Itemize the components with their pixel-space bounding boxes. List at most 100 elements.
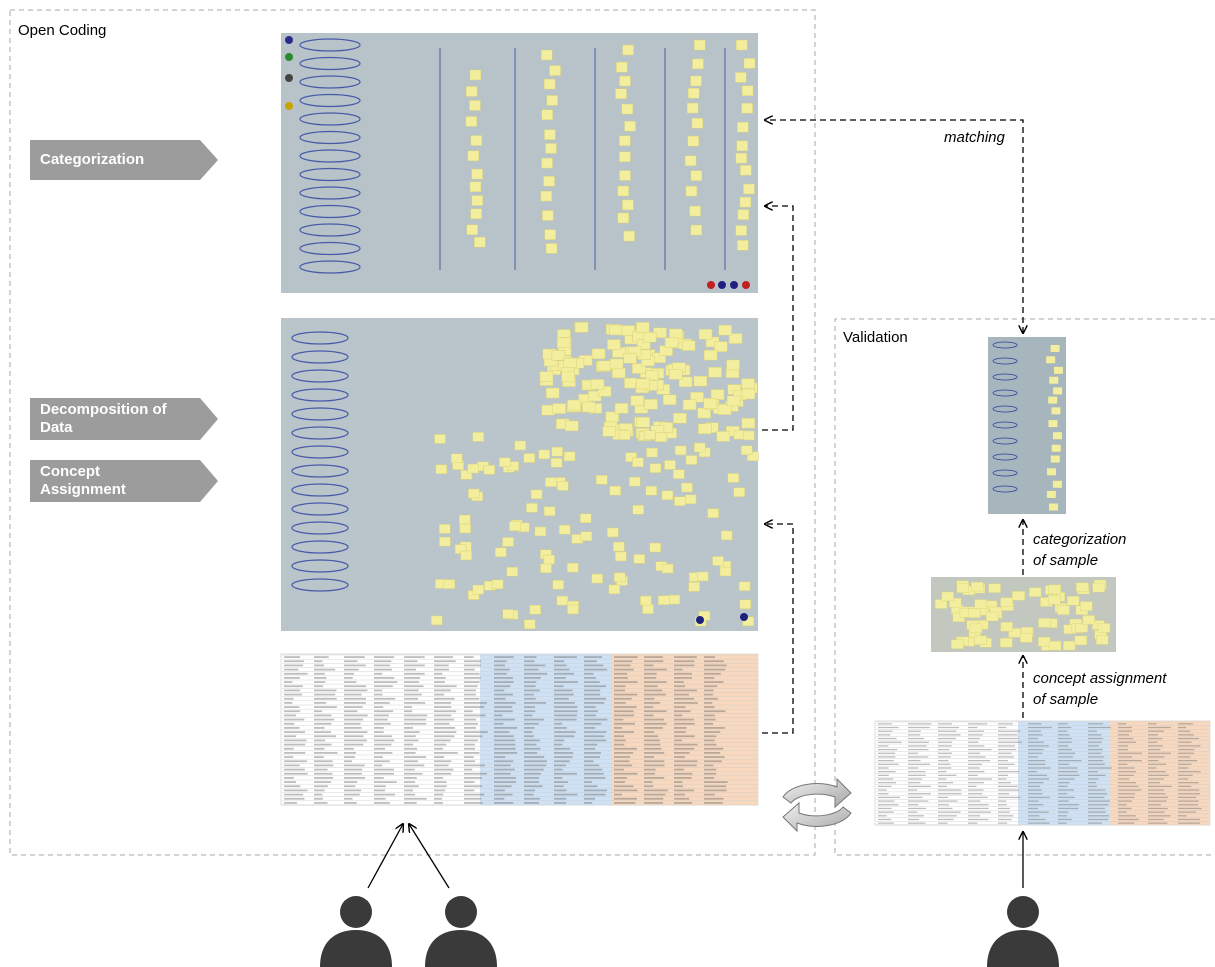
table-cell-text: [1088, 785, 1097, 788]
sticky-note: [617, 212, 629, 224]
table-cell-text: [434, 697, 455, 700]
table-cell-text: [554, 777, 563, 779]
table-cell-text: [644, 660, 664, 663]
sticky-note: [738, 581, 751, 592]
sticky-note: [459, 514, 471, 525]
table-cell-text: [908, 815, 924, 817]
table-cell-text: [374, 752, 393, 754]
table-cell-text: [968, 796, 988, 799]
table-cell-text: [704, 714, 715, 717]
sticky-note: [1051, 444, 1061, 452]
table-cell-text: [374, 689, 383, 692]
table-cell-text: [1118, 767, 1135, 769]
table-cell-text: [968, 778, 992, 780]
sticky-note: [686, 102, 699, 114]
table-cell-text: [554, 727, 567, 729]
table-cell-text: [554, 702, 575, 704]
table-cell-text: [434, 735, 455, 738]
table-cell-text: [938, 822, 948, 824]
table-cell-text: [404, 681, 420, 683]
table-cell-text: [584, 689, 601, 692]
table-cell-text: [938, 756, 951, 758]
sticky-note: [616, 61, 628, 73]
sticky-note: [565, 420, 579, 432]
table-cell-text: [344, 677, 353, 679]
table-cell-text: [704, 710, 726, 713]
sticky-note: [590, 379, 605, 390]
sticky-note: [1000, 597, 1013, 607]
marker-oval: [299, 223, 361, 237]
marker-oval: [291, 578, 349, 592]
table-cell-text: [434, 710, 457, 713]
sticky-note: [941, 591, 954, 602]
table-cell-text: [704, 781, 728, 783]
table-cell-text: [464, 656, 474, 658]
table-cell-text: [344, 714, 368, 717]
table-cell-text: [938, 752, 953, 754]
sticky-note: [661, 490, 674, 501]
marker-oval: [291, 350, 349, 364]
table-cell-text: [878, 811, 894, 813]
table-cell-text: [1118, 793, 1136, 795]
table-cell-text: [998, 815, 1014, 817]
table-cell-text: [584, 697, 607, 700]
sticky-note: [741, 85, 754, 96]
table-cell-text: [404, 797, 427, 800]
table-cell-text: [284, 760, 307, 763]
table-cell-text: [614, 697, 632, 700]
marker-oval: [992, 389, 1018, 397]
table-cell-text: [464, 722, 478, 725]
table-cell-text: [704, 752, 721, 754]
table-cell-text: [494, 793, 513, 796]
sticky-note: [460, 470, 473, 480]
table-cell-text: [704, 727, 725, 729]
table-cell-text: [404, 685, 424, 688]
table-cell-text: [674, 677, 692, 679]
table-cell-text: [644, 693, 667, 696]
table-cell-text: [908, 822, 926, 824]
table-cell-text: [494, 743, 516, 746]
table-cell-text: [584, 664, 604, 667]
table-cell-text: [524, 768, 544, 771]
sticky-note: [617, 185, 629, 197]
sticky-note: [474, 236, 486, 248]
table-cell-text: [1028, 804, 1044, 806]
sticky-note: [742, 616, 754, 627]
table-cell-text: [584, 797, 596, 800]
person-arrow: [367, 824, 403, 889]
table-cell-text: [554, 731, 576, 733]
table-cell-text: [968, 741, 979, 743]
table-cell-text: [1178, 723, 1193, 725]
table-cell-text: [314, 689, 337, 692]
open-coding-title: Open Coding: [18, 22, 107, 39]
sticky-note: [1074, 635, 1087, 646]
sticky-note: [717, 404, 732, 415]
table-cell-text: [314, 735, 337, 738]
table-cell-text: [584, 722, 602, 725]
sticky-note: [632, 457, 644, 468]
sticky-note: [688, 582, 700, 592]
table-cell-text: [344, 722, 361, 725]
sticky-note: [668, 594, 681, 605]
marker-oval: [299, 241, 361, 256]
table-cell-text: [1088, 723, 1104, 725]
table-cell-text: [644, 727, 663, 729]
table-cell-text: [284, 702, 293, 704]
table-cell-text: [494, 777, 516, 779]
table-cell-text: [1148, 737, 1163, 740]
sticky-note: [580, 531, 593, 542]
sticky-note: [716, 431, 730, 442]
table-cell-text: [464, 693, 477, 696]
sticky-note: [661, 563, 674, 574]
table-cell-text: [494, 802, 514, 804]
table-cell-text: [1118, 748, 1128, 751]
table-cell-text: [524, 714, 533, 717]
table-cell-text: [554, 747, 571, 750]
table-cell-text: [938, 782, 954, 784]
table-cell-text: [878, 804, 899, 806]
table-cell-text: [1058, 785, 1068, 788]
sticky-note: [538, 449, 551, 460]
table-cell-text: [524, 681, 537, 683]
table-cell-text: [968, 723, 988, 725]
sticky-note: [597, 386, 612, 397]
